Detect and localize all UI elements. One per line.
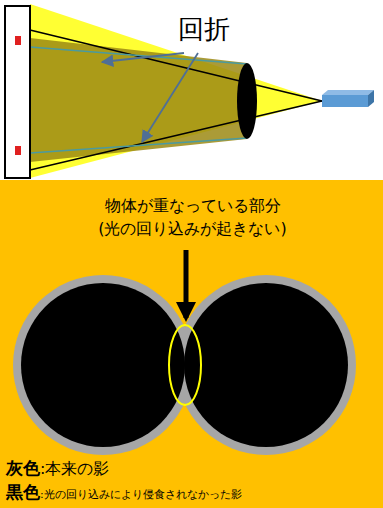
leader-arrow [142, 53, 198, 142]
text-line: 物体が重なっている部分 (光の回り込みが起きない) [80, 194, 305, 240]
remaining-shadow [21, 283, 185, 447]
legend-key: 黒色 [6, 482, 40, 502]
bottom-ground [0, 180, 383, 508]
light-source [322, 90, 374, 95]
diffraction-line [30, 47, 247, 64]
top-ground [0, 0, 383, 180]
light-source [368, 90, 374, 107]
remaining-shadow [184, 283, 348, 447]
text-line: 黒色:光の回り込みにより侵食されなかった影 [6, 482, 242, 502]
text-line: 回折 [178, 14, 230, 45]
light-cone [30, 4, 322, 178]
shadow-mark [15, 146, 21, 155]
screen [5, 6, 30, 178]
ray-line [30, 30, 322, 101]
object-ellipse [237, 63, 257, 139]
annotation-label: 物体が重なっている部分 (光の回り込みが起きない) [98, 196, 286, 238]
shadow-mark [15, 36, 21, 45]
overlap-highlight [169, 325, 201, 405]
light-source [322, 95, 368, 107]
annotation-label: 回折 [178, 14, 230, 44]
legend-key: 灰色 [6, 458, 40, 478]
leader-arrow [102, 53, 184, 62]
pointer-arrow [184, 250, 189, 318]
text-line: 灰色:本来の影 [6, 458, 109, 478]
annotation-label: :本来の影 [40, 459, 109, 478]
diffraction-line [30, 138, 247, 153]
ray-line [30, 101, 322, 170]
original-shadow [13, 275, 193, 455]
annotation-label: :光の回り込みにより侵食されなかった影 [40, 488, 242, 501]
original-shadow [176, 275, 356, 455]
